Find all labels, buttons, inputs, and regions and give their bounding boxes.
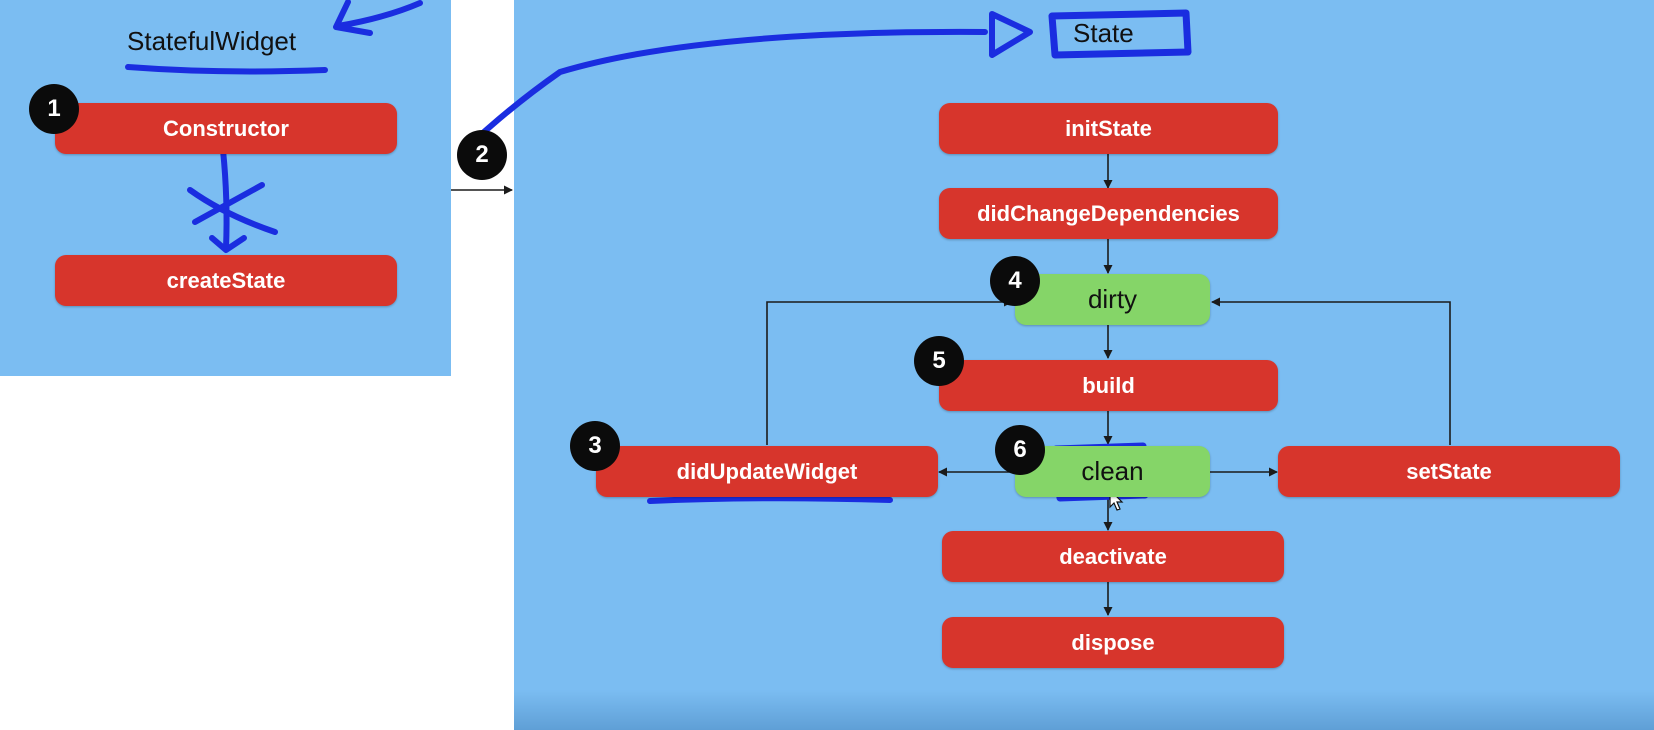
did-change-dependencies-node: didChangeDependencies: [939, 188, 1278, 239]
dirty-node: dirty: [1015, 274, 1210, 325]
annotation-state-box: [1048, 9, 1192, 59]
did-update-widget-node: didUpdateWidget: [596, 446, 938, 497]
step-badge-6: 6: [995, 425, 1045, 475]
clean-node: clean: [1015, 446, 1210, 497]
arrow-setstate-to-dirty: [1211, 297, 1451, 445]
deactivate-node: deactivate: [942, 531, 1284, 582]
step-badge-1: 1: [29, 84, 79, 134]
create-state-node: createState: [55, 255, 397, 306]
constructor-node: Constructor: [55, 103, 397, 154]
annotation-curve-arrowhead: [989, 11, 1033, 58]
step-badge-5: 5: [914, 336, 964, 386]
arrow-didupdatewidget-to-dirty: [766, 297, 1013, 445]
set-state-node: setState: [1278, 446, 1620, 497]
annotation-top-arrow-stroke: [335, 0, 423, 29]
build-node: build: [939, 360, 1278, 411]
annotation-widget-underline: [125, 64, 328, 75]
init-state-node: initState: [939, 103, 1278, 154]
step-badge-2: 2: [457, 130, 507, 180]
annotation-top-arrow-head: [333, 0, 373, 36]
bottom-fade: [514, 690, 1654, 730]
step-badge-3: 3: [570, 421, 620, 471]
annotation-didupdatewidget-underline: [647, 495, 893, 504]
annotation-cross-diag-1: [187, 187, 278, 235]
annotation-curve-to-state: [481, 28, 988, 135]
dispose-node: dispose: [942, 617, 1284, 668]
stateful-widget-title: StatefulWidget: [127, 26, 297, 56]
annotation-cross-diag-2: [192, 182, 265, 225]
state-title: State: [1073, 18, 1134, 48]
annotation-cross-tip: [209, 235, 247, 253]
annotation-cross-vertical: [220, 147, 230, 251]
step-badge-4: 4: [990, 256, 1040, 306]
